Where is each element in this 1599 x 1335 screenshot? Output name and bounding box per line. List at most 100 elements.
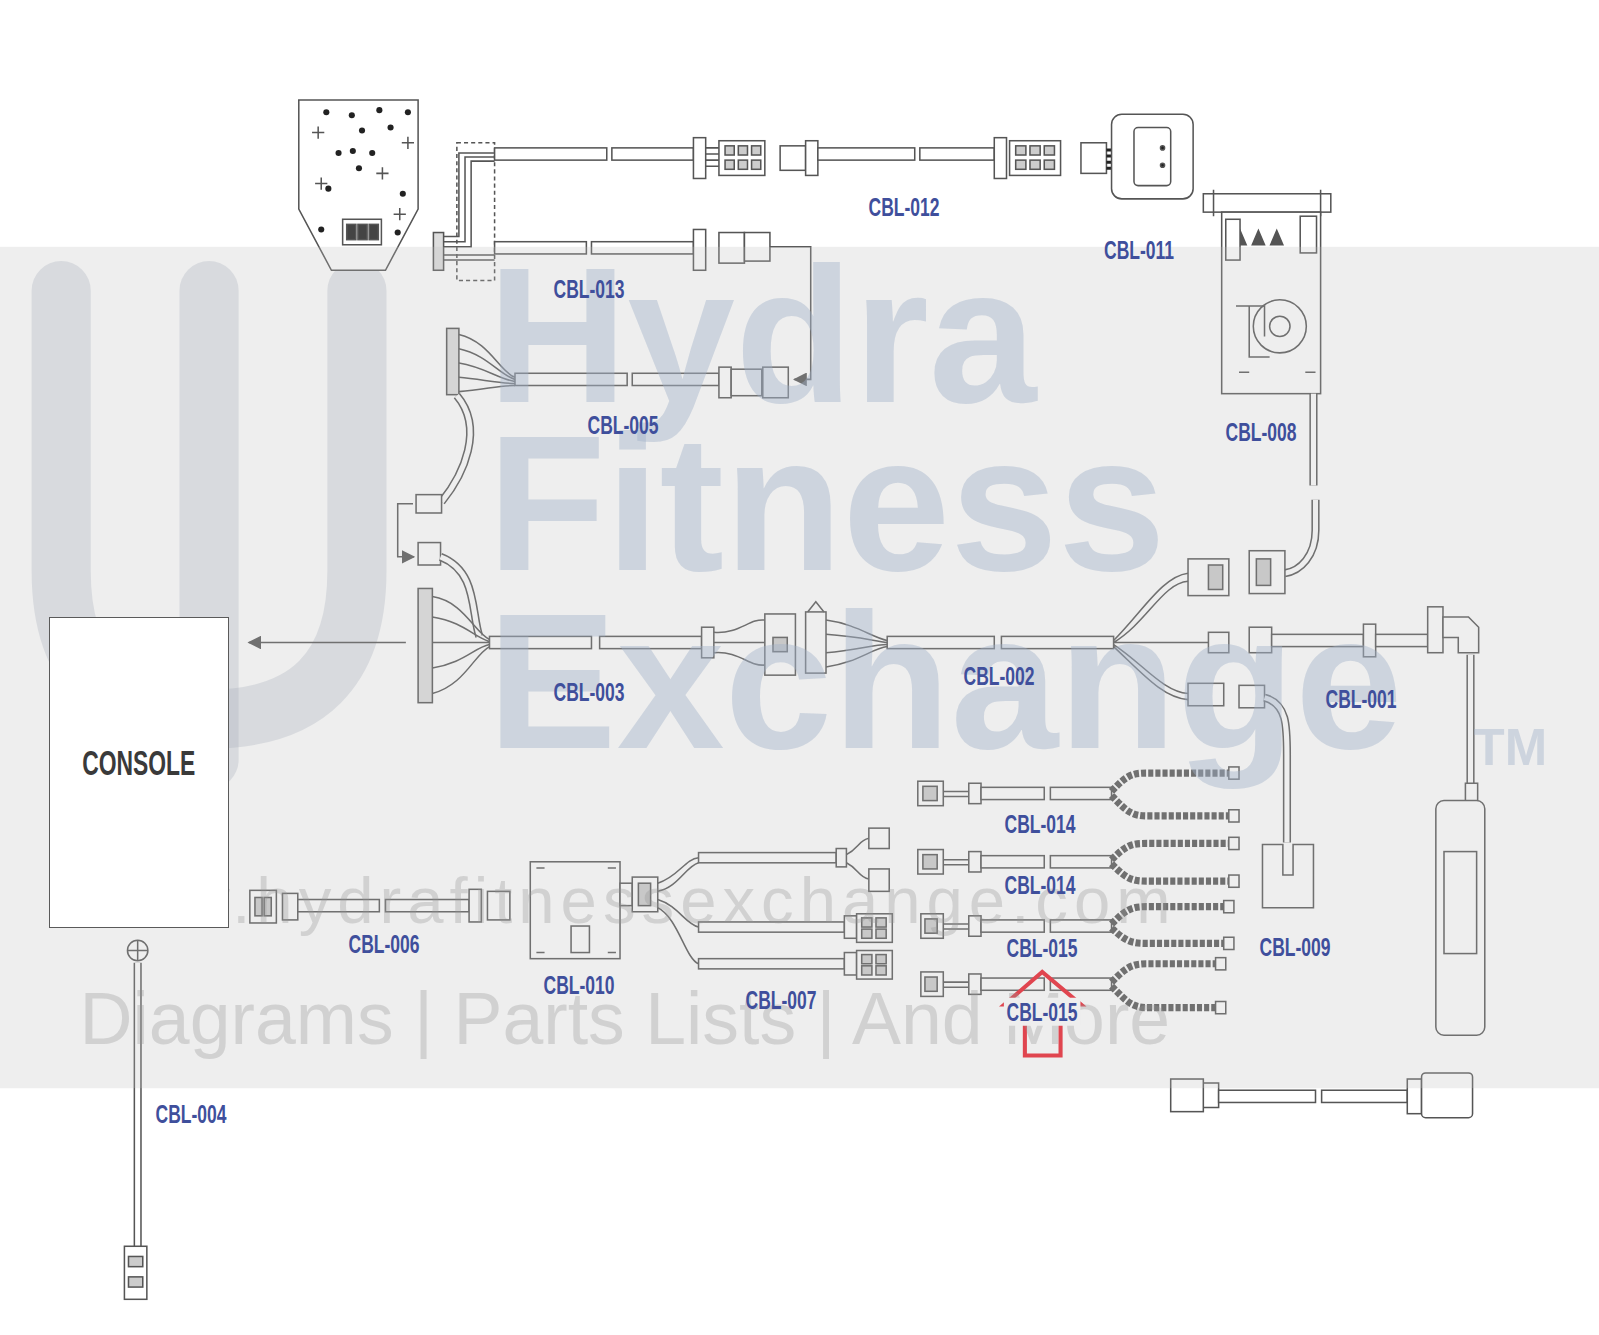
- power-cord: [1219, 1090, 1316, 1102]
- console-box: CONSOLE: [49, 617, 229, 928]
- part-label: CBL-015: [984, 997, 1100, 1026]
- cable-011: [1112, 114, 1194, 199]
- part-label: CBL-005: [569, 412, 677, 439]
- part-label: CBL-005: [588, 412, 659, 439]
- pcb-board: [312, 126, 414, 220]
- console-label: CONSOLE: [83, 744, 196, 783]
- part-label: CBL-015: [1004, 997, 1080, 1026]
- cable-012: [1016, 146, 1026, 155]
- cable-012: [752, 160, 761, 169]
- cable-012: [1010, 141, 1061, 176]
- cable-004: [128, 1256, 142, 1266]
- cable-012: [738, 160, 747, 169]
- watermark-text: TM: [1474, 722, 1548, 773]
- part-label: CBL-012: [868, 194, 939, 221]
- pcb-board: [299, 100, 418, 270]
- pcb-board: [359, 127, 365, 133]
- cable-012: [806, 141, 818, 176]
- pcb-board: [388, 124, 394, 130]
- pcb-board: [369, 150, 375, 156]
- power-cord: [1322, 1090, 1408, 1102]
- pcb-board: [369, 224, 378, 239]
- part-label: CBL-009: [1260, 934, 1331, 961]
- cable-012: [994, 138, 1006, 179]
- cable-011: [1134, 127, 1171, 185]
- pcb-board: [343, 219, 382, 244]
- cable-008: [1234, 230, 1283, 244]
- cable-012: [1016, 160, 1026, 169]
- watermark-text: Exchange: [487, 585, 1402, 779]
- part-label: CBL-008: [1208, 419, 1316, 446]
- cable-012: [612, 148, 694, 160]
- part-label: CBL-011: [1086, 237, 1192, 264]
- cable-012: [738, 146, 747, 155]
- cable-011: [1160, 163, 1164, 167]
- cable-012: [818, 148, 915, 160]
- cable-012: [693, 138, 705, 179]
- pcb-board: [325, 186, 331, 192]
- watermark-text: Hydra: [487, 239, 1036, 433]
- cable-012: [752, 146, 761, 155]
- pcb-board: [336, 150, 342, 156]
- pcb-board: [349, 112, 355, 118]
- cable-012: [1081, 143, 1106, 174]
- part-label: CBL-015: [1007, 935, 1078, 962]
- part-label: CBL-003: [554, 679, 625, 706]
- part-label: CBL-011: [1104, 237, 1174, 264]
- cable-012: [719, 141, 765, 176]
- cable-012: [1030, 160, 1040, 169]
- part-label: CBL-007: [746, 987, 817, 1014]
- cable-012: [725, 146, 734, 155]
- pcb-board: [395, 229, 401, 235]
- pcb-board: [356, 165, 362, 171]
- cable-008: [1203, 194, 1330, 212]
- pcb-board: [400, 191, 406, 197]
- part-label: CBL-006: [331, 931, 439, 958]
- watermark-text: Exchange: [487, 585, 1402, 779]
- cable-012: [1044, 160, 1054, 169]
- cable-012: [725, 160, 734, 169]
- watermark-text: Hydra: [487, 239, 1036, 433]
- cable-012: [780, 146, 805, 170]
- part-label: CBL-002: [946, 663, 1054, 690]
- part-label: CBL-008: [1226, 419, 1297, 446]
- part-label: CBL-007: [727, 987, 835, 1014]
- cable-012: [706, 148, 719, 166]
- part-label: CBL-012: [850, 194, 958, 221]
- pcb-board: [299, 100, 418, 270]
- cable-012: [495, 148, 607, 160]
- pcb-board: [405, 109, 411, 115]
- cable-012: [1044, 146, 1054, 155]
- pcb-board: [318, 107, 411, 236]
- cable-004: [124, 1246, 146, 1299]
- cable-012: [444, 153, 495, 247]
- pcb-board: [323, 109, 329, 115]
- pcb-board: [358, 224, 367, 239]
- part-label: CBL-013: [536, 275, 644, 302]
- pcb-board: [350, 148, 356, 154]
- part-label: CBL-015: [988, 935, 1096, 962]
- part-label: CBL-010: [525, 972, 633, 999]
- part-label: CBL-003: [536, 679, 644, 706]
- cable-012: [1030, 146, 1040, 155]
- part-label: CBL-004: [155, 1100, 226, 1127]
- pcb-board: [376, 107, 382, 113]
- part-label: CBL-001: [1326, 685, 1397, 712]
- cable-012: [920, 148, 994, 160]
- part-label: CBL-009: [1241, 934, 1349, 961]
- part-label: CBL-013: [554, 275, 625, 302]
- part-label: CBL-006: [349, 931, 420, 958]
- part-label: CBL-001: [1308, 685, 1416, 712]
- part-label: CBL-004: [137, 1100, 245, 1127]
- part-label: CBL-014: [1005, 872, 1076, 899]
- part-label: CBL-014: [986, 811, 1094, 838]
- watermark-text: TM: [1474, 722, 1548, 773]
- cable-004: [128, 1277, 142, 1287]
- pcb-board: [318, 226, 324, 232]
- pcb-board: [347, 224, 356, 239]
- part-label: CBL-010: [544, 972, 615, 999]
- cable-011: [1112, 114, 1194, 199]
- part-label: CBL-002: [964, 663, 1035, 690]
- part-label: CBL-014: [1005, 811, 1076, 838]
- part-label: CBL-014: [986, 872, 1094, 899]
